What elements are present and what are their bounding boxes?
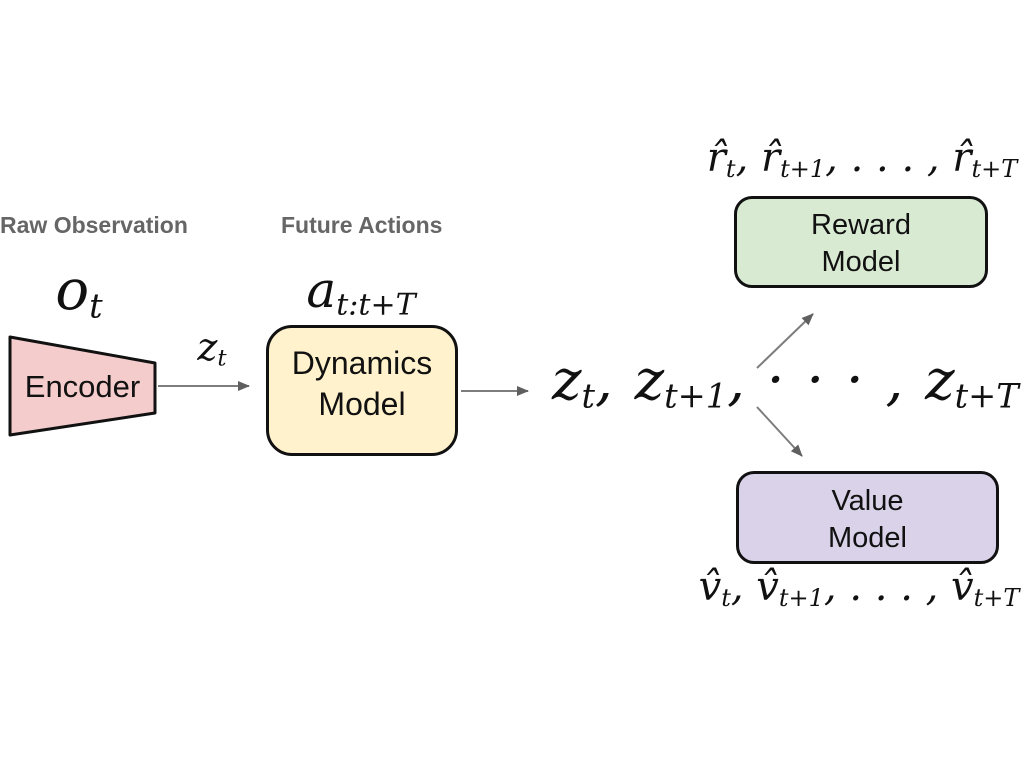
raw-observation-caption: Raw Observation	[0, 212, 188, 239]
encoder-trapezoid	[8, 335, 157, 437]
future-actions-caption: Future Actions	[281, 212, 443, 239]
observation-math-label: ot	[55, 258, 103, 326]
encoder-label: Encoder	[24, 369, 141, 404]
arrow-latents-to-reward	[756, 313, 814, 369]
dynamics-model-label-line2: Model	[318, 386, 406, 422]
reward-model-label-line1: Reward	[811, 209, 911, 241]
reward-model-node: Reward Model	[734, 196, 988, 288]
latent-sequence-math-label: zt, zt+1, · · · , zt+T	[552, 348, 1019, 416]
arrow-latents-to-value	[756, 406, 803, 457]
dynamics-model-label-line1: Dynamics	[291, 345, 433, 381]
value-model-label-line1: Value	[831, 485, 904, 517]
raw-observation-caption-line2: Observation	[53, 212, 188, 238]
reward-output-math-label: r̂t, r̂t+1, . . . , r̂t+T	[706, 135, 1018, 183]
value-output-math-label: v̂t, v̂t+1, . . . , v̂t+T	[698, 564, 1020, 612]
value-model-node: Value Model	[736, 471, 999, 564]
future-actions-caption-line1: Future	[281, 212, 353, 238]
dynamics-model-node: Dynamics Model	[266, 325, 458, 456]
future-actions-caption-line2: Actions	[358, 212, 443, 238]
actions-math-label: at:t+T	[306, 261, 416, 323]
latent-edge-math-label: zt	[197, 325, 227, 372]
raw-observation-caption-line1: Raw	[0, 212, 48, 238]
value-model-label-line2: Model	[828, 522, 907, 554]
reward-model-label-line2: Model	[821, 246, 901, 278]
